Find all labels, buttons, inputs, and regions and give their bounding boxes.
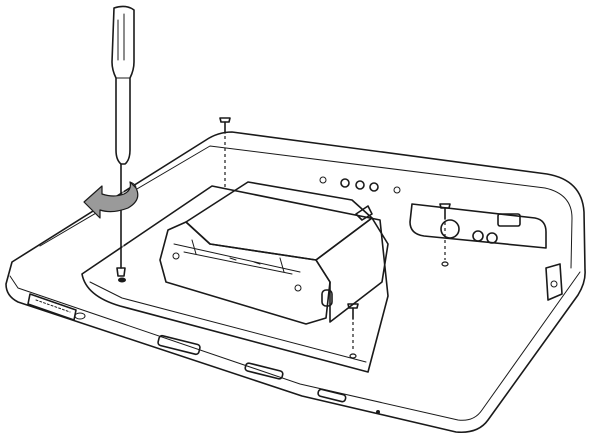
- screw-icon: [116, 267, 126, 277]
- rotation-arrow-band: [83, 181, 139, 219]
- screw-icon: [439, 203, 451, 209]
- camera-module: [409, 203, 547, 249]
- sensor-icon: [486, 232, 498, 244]
- left-dock-connector: [27, 293, 77, 321]
- hole-icon: [393, 186, 401, 194]
- bracket-ridge: [183, 251, 293, 275]
- left-port: [74, 312, 86, 320]
- tablet-edge: [9, 271, 581, 421]
- bottom-dot: [376, 410, 380, 414]
- bottom-slot-1: [157, 334, 201, 356]
- mounting-plate: [81, 185, 389, 373]
- camera-plate: [409, 203, 547, 249]
- bracket-clip: [355, 205, 373, 221]
- screw-top: [219, 117, 231, 190]
- screw-hole-icon: [441, 261, 449, 267]
- screw-icon: [219, 117, 231, 123]
- bracket-side: [315, 217, 389, 323]
- tablet-outline: [5, 131, 586, 434]
- bracket-assembly: [159, 181, 389, 325]
- bracket-marks: [229, 257, 261, 265]
- camera-lens-icon: [440, 219, 460, 239]
- hole-icon: [340, 178, 350, 188]
- screwdriver-icon: [111, 5, 135, 277]
- handle-highlight: [117, 13, 125, 61]
- plate-outline: [81, 185, 389, 373]
- screw-hole-icon: [349, 353, 357, 359]
- rear-holes: [319, 176, 401, 194]
- bracket-pin-icon: [172, 252, 180, 260]
- bracket-release-tab: [321, 289, 333, 307]
- screw-right: [439, 203, 451, 267]
- plate-edge: [89, 281, 367, 363]
- screw-bottom-right: [347, 303, 359, 359]
- side-connector: [545, 263, 563, 301]
- bottom-slot-2: [244, 362, 284, 380]
- tablet-body: [5, 131, 586, 434]
- rotation-arrow-icon: [83, 181, 139, 219]
- screw-head-icon: [118, 277, 126, 283]
- connector-pins: [35, 299, 71, 313]
- rotation-arrow-tail: [129, 181, 137, 189]
- bracket-latch: [191, 239, 285, 273]
- screwdriver-handle: [111, 5, 135, 165]
- tablet-inner-edge: [39, 145, 573, 269]
- hole-icon: [355, 180, 365, 190]
- bottom-slot-3: [317, 388, 347, 403]
- bracket-pin-icon: [294, 284, 302, 292]
- bracket-ridge: [173, 243, 301, 273]
- hole-icon: [319, 176, 327, 184]
- bracket-front: [159, 221, 331, 325]
- camera-window: [497, 213, 521, 227]
- hole-icon: [369, 182, 379, 192]
- side-connector-hole: [550, 280, 558, 288]
- screw-icon: [347, 303, 359, 309]
- screw-left-in-plate: [118, 277, 126, 283]
- bracket-top: [185, 181, 373, 261]
- flash-icon: [472, 230, 484, 242]
